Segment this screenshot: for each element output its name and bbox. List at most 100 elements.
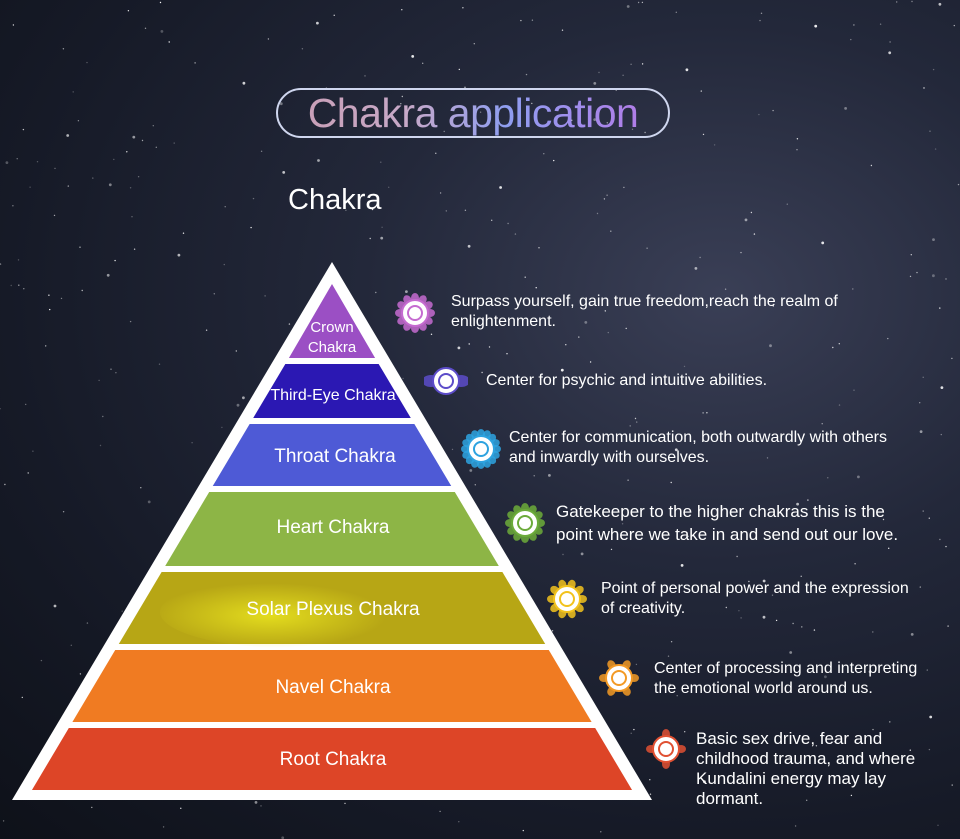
star	[675, 11, 677, 13]
star	[600, 831, 602, 833]
description-crown: Surpass yourself, gain true freedom,reac…	[451, 292, 838, 332]
star	[531, 102, 533, 105]
star	[838, 404, 841, 406]
star	[405, 290, 408, 293]
star	[687, 535, 689, 537]
layer-label-third-eye: Third-Eye Chakra	[270, 387, 396, 404]
star	[36, 161, 39, 163]
star	[132, 135, 136, 139]
star	[481, 371, 483, 374]
star	[938, 2, 942, 6]
star	[603, 198, 606, 200]
star	[879, 23, 882, 25]
star	[700, 90, 702, 92]
star	[213, 293, 215, 295]
description-heart: Gatekeeper to the higher chakras this is…	[556, 500, 898, 546]
star	[506, 353, 508, 355]
crown-chakra-icon	[393, 291, 437, 335]
star	[205, 329, 208, 331]
star	[375, 291, 377, 294]
layer-heart	[165, 492, 499, 566]
description-line: point where we take in and send out our …	[556, 525, 899, 544]
star	[250, 226, 252, 229]
star	[451, 448, 454, 451]
star	[92, 177, 94, 179]
star	[771, 594, 774, 596]
star	[792, 622, 794, 625]
star	[759, 19, 761, 22]
star	[928, 517, 930, 519]
star	[12, 205, 14, 207]
star	[252, 197, 255, 200]
star	[857, 475, 860, 479]
star	[260, 150, 263, 152]
star	[191, 442, 193, 444]
star	[870, 587, 872, 590]
star	[738, 610, 740, 612]
star	[800, 575, 802, 577]
star	[106, 273, 110, 277]
star	[236, 403, 240, 407]
star	[896, 1, 898, 3]
star	[333, 14, 335, 16]
star	[474, 484, 476, 486]
navel-chakra-icon	[597, 656, 641, 700]
star	[177, 253, 181, 257]
star	[147, 500, 151, 504]
star	[473, 43, 475, 45]
description-line: Center of processing and interpreting	[654, 660, 918, 677]
star	[254, 801, 258, 804]
third-eye-chakra-icon	[424, 359, 468, 403]
star	[18, 284, 20, 286]
star	[464, 86, 466, 89]
star	[598, 71, 600, 74]
star	[17, 259, 20, 261]
star	[854, 563, 856, 565]
star	[141, 139, 144, 142]
star	[129, 320, 132, 323]
description-line: the emotional world around us.	[654, 680, 873, 697]
star	[606, 194, 608, 196]
star	[872, 728, 874, 731]
star	[604, 310, 606, 312]
star	[740, 617, 742, 619]
star	[945, 545, 947, 548]
star	[221, 426, 223, 429]
star	[945, 278, 947, 280]
star	[0, 263, 2, 265]
star	[775, 619, 778, 622]
star	[224, 206, 226, 208]
description-line: Surpass yourself, gain true freedom,reac…	[451, 293, 838, 310]
star	[794, 825, 797, 827]
star	[571, 119, 573, 122]
star	[4, 483, 6, 486]
layer-throat	[212, 424, 452, 486]
star	[402, 377, 404, 380]
star	[578, 336, 580, 338]
star	[133, 248, 136, 250]
star	[766, 457, 769, 459]
star	[641, 1, 644, 4]
star	[439, 192, 442, 194]
star	[79, 673, 82, 675]
star	[29, 186, 31, 188]
star	[173, 142, 175, 144]
star	[762, 579, 766, 583]
star	[499, 186, 502, 189]
star	[288, 323, 291, 325]
description-line: Center for communication, both outwardly…	[509, 429, 887, 446]
star	[836, 690, 839, 692]
star	[66, 134, 70, 137]
star	[593, 82, 597, 85]
star	[796, 502, 799, 506]
star	[633, 728, 635, 731]
star	[182, 232, 185, 234]
star	[16, 158, 18, 160]
star	[514, 233, 517, 235]
star	[870, 164, 873, 167]
star	[939, 538, 941, 541]
star	[25, 403, 27, 406]
star	[623, 186, 625, 189]
star	[62, 48, 65, 50]
star	[627, 479, 629, 481]
